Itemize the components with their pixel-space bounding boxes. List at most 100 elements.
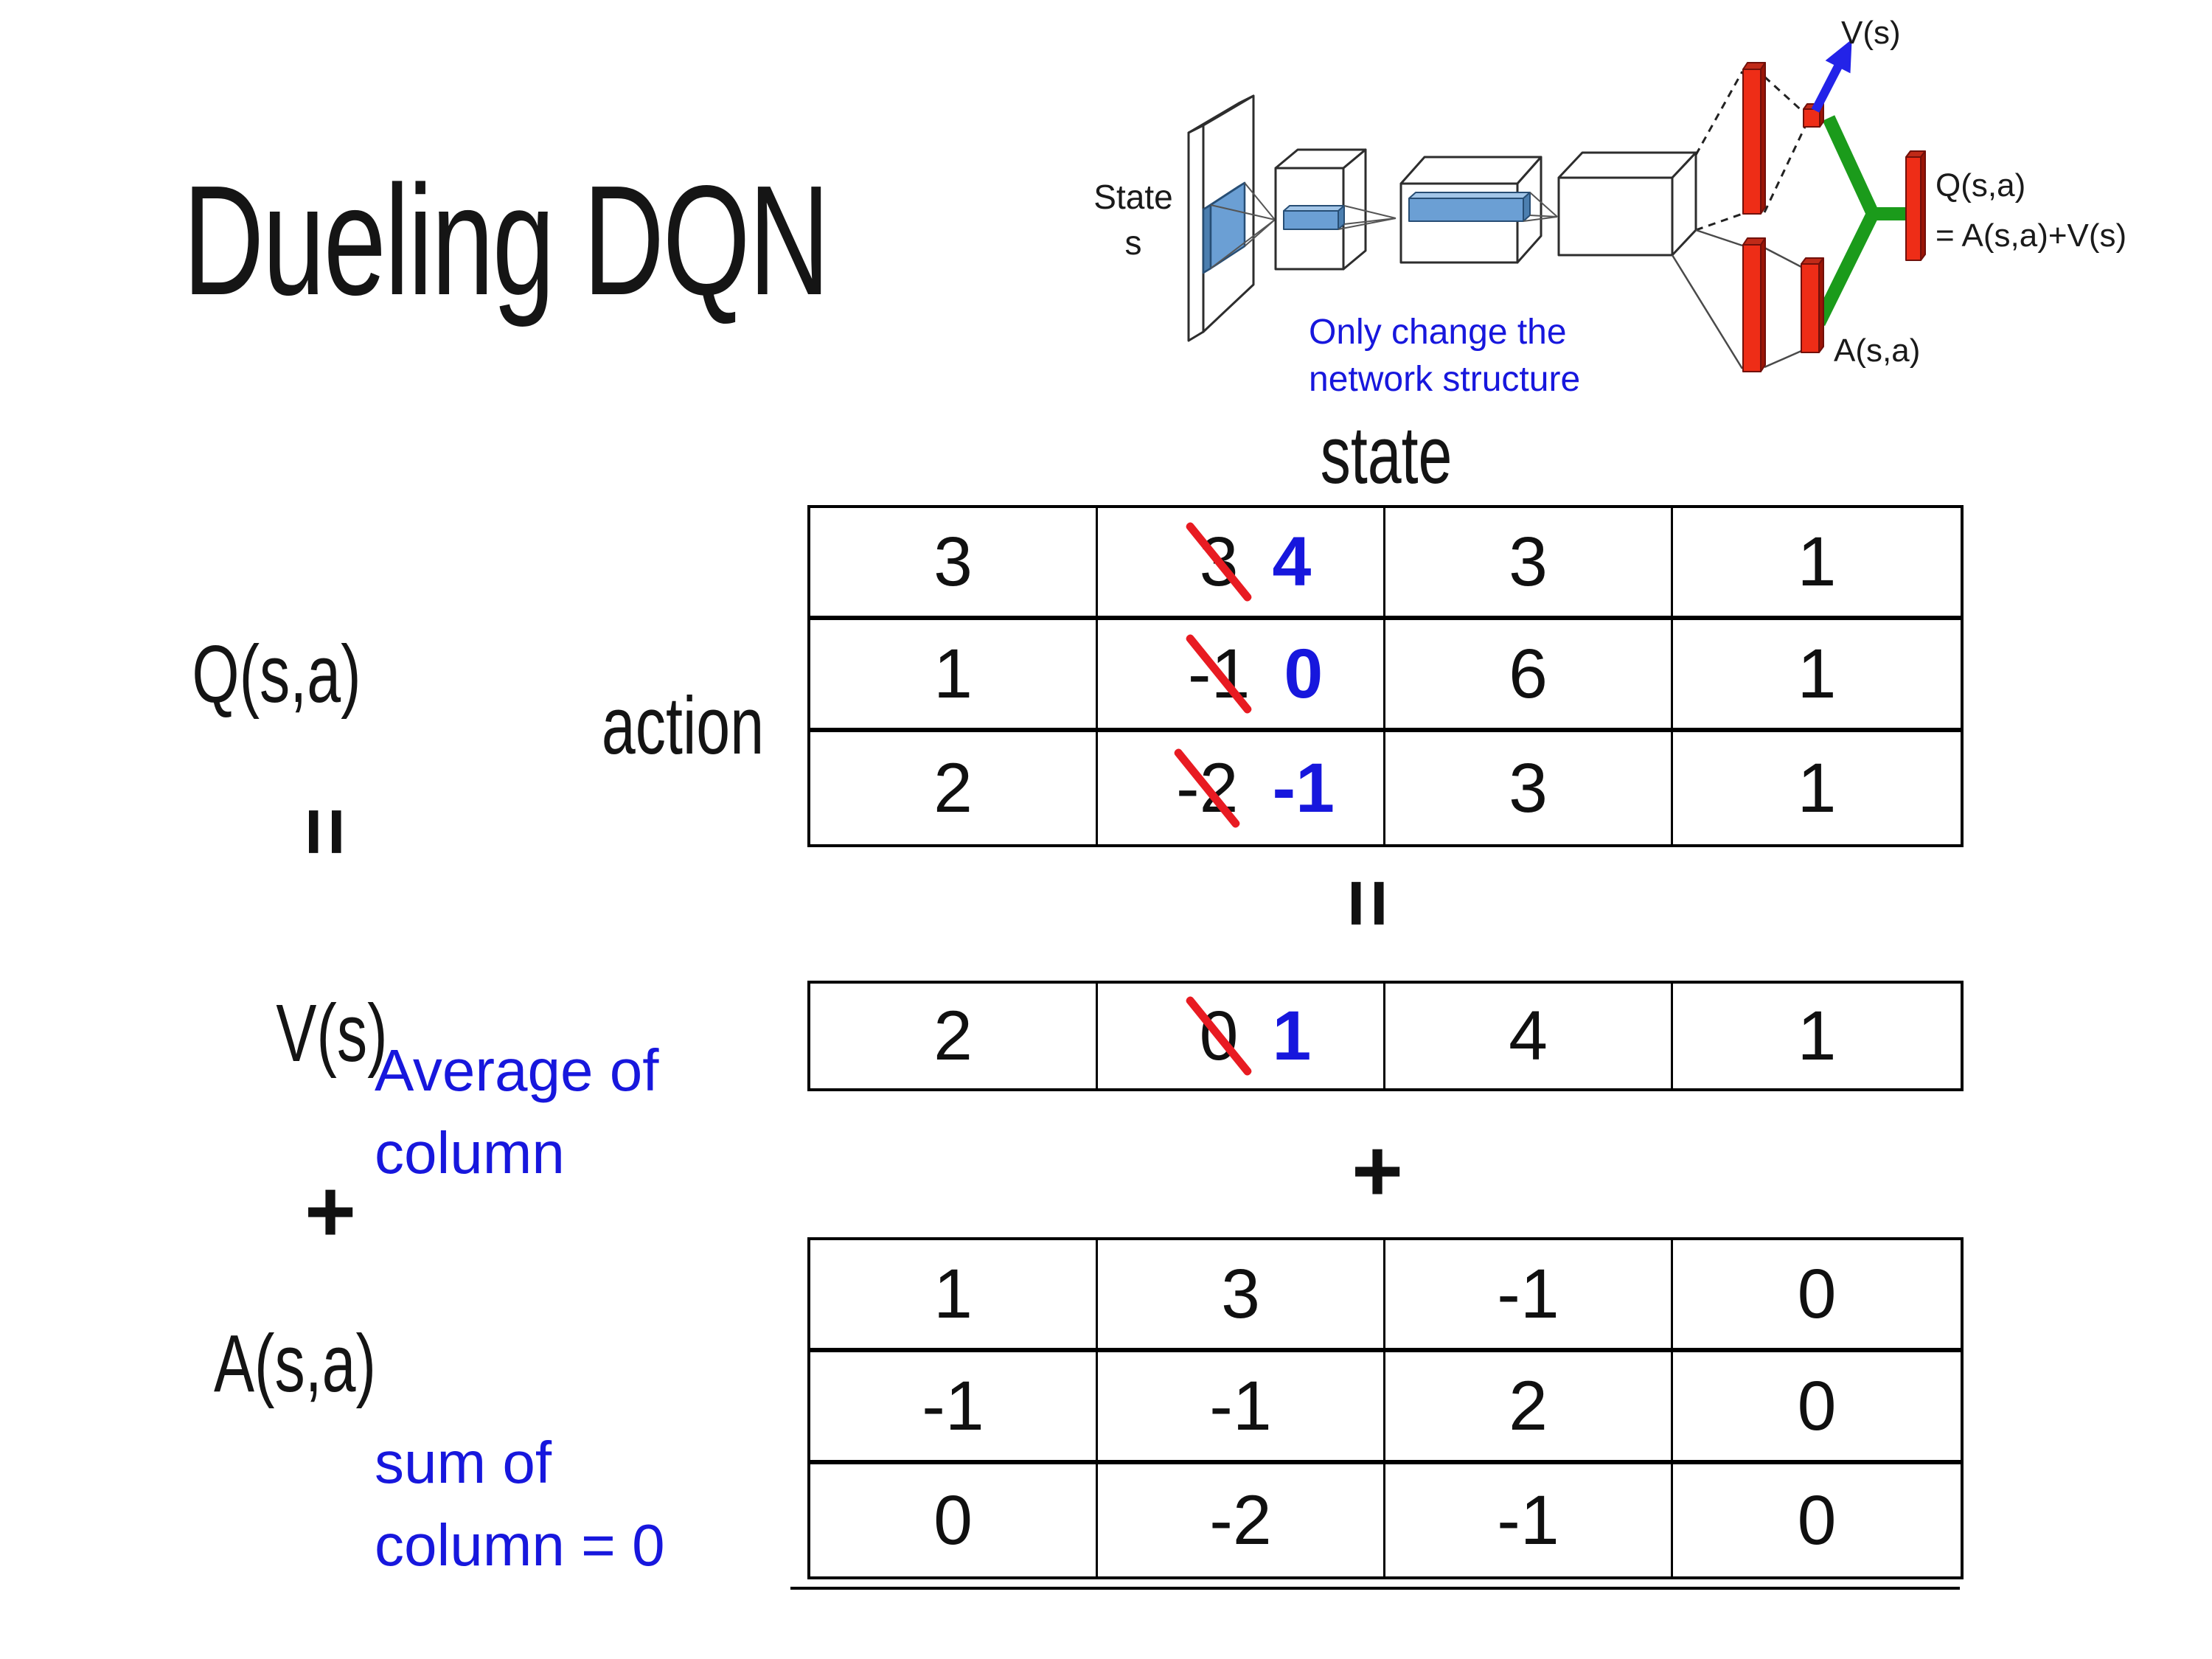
matrix-cell: 0	[1673, 1352, 1961, 1464]
cell-value: -1	[922, 1366, 984, 1445]
conv-cone-2	[1338, 205, 1397, 230]
average-note-line1: Average of	[375, 1037, 659, 1103]
average-note: Average of column	[375, 1029, 658, 1194]
sum-note-line1: sum of	[375, 1430, 552, 1495]
value-arrow	[1811, 39, 1852, 113]
cell-value: 1	[933, 634, 973, 713]
equation-v-label: V(s)	[276, 988, 388, 1079]
conv-window	[1202, 181, 1246, 274]
cell-value: 6	[1509, 634, 1548, 713]
state-axis-label: state	[1320, 410, 1453, 501]
cell-value: 3	[1221, 1254, 1260, 1333]
matrix-cell: 6	[1385, 620, 1673, 732]
network-diagram: State s Only change the network structur…	[1093, 15, 2126, 399]
slide-title: Dueling DQN	[183, 153, 830, 327]
diagram-vs-label: V(s)	[1841, 15, 1901, 51]
value-stream-links	[1694, 71, 1806, 232]
struck-old-value: 3	[1199, 522, 1239, 601]
equation-plus-mid: +	[1351, 1121, 1404, 1220]
cell-value: 2	[933, 996, 973, 1075]
matrix-cell: 2	[810, 984, 1098, 1088]
cell-value: -2	[1209, 1481, 1272, 1559]
cell-value: -1	[1497, 1481, 1559, 1559]
equation-q-label: Q(s,a)	[192, 629, 361, 720]
cell-value: 0	[1797, 1366, 1837, 1445]
diagram-state-s-label: s	[1125, 223, 1142, 262]
matrix-cell: 2	[1385, 1352, 1673, 1464]
advantage-bar	[1801, 257, 1824, 353]
action-axis-label: action	[601, 681, 765, 771]
matrix-cell: -1	[810, 1352, 1098, 1464]
cell-value: 2	[1509, 1366, 1548, 1445]
advantage-hidden-bar	[1742, 237, 1766, 372]
cell-value: 1	[1797, 748, 1837, 827]
feature-bar-1	[1283, 205, 1345, 230]
diagram-q-formula: = A(s,a)+V(s)	[1935, 218, 2126, 254]
matrix-cell: -1 0	[1098, 620, 1385, 732]
corrected-value: 4	[1272, 522, 1312, 601]
matrix-cell: 0	[1673, 1240, 1961, 1352]
diagram-note-line2: network structure	[1309, 360, 1580, 399]
equation-plus-left: +	[304, 1162, 357, 1261]
cell-value: 3	[933, 522, 973, 601]
corrected-value: 0	[1284, 634, 1324, 713]
cell-value: 0	[1797, 1254, 1837, 1333]
aggregation-link	[1812, 115, 1907, 326]
matrix-cell: -1	[1385, 1464, 1673, 1576]
diagram-note-line1: Only change the	[1309, 313, 1567, 352]
matrix-cell: 1	[810, 620, 1098, 732]
average-note-line2: column	[375, 1120, 565, 1186]
struck-old-value: 0	[1199, 996, 1239, 1075]
value-hidden-bar	[1742, 62, 1766, 215]
cell-value: -1	[1209, 1366, 1272, 1445]
matrix-cell: 4	[1385, 984, 1673, 1088]
diagram-advantage-label: A(s,a)	[1834, 333, 1920, 369]
matrix-cell: 2	[810, 732, 1098, 844]
matrix-cell: 0	[1673, 1464, 1961, 1576]
cell-value: 3	[1509, 522, 1548, 601]
cell-value: 0	[1797, 1481, 1837, 1559]
equation-equals-left: =	[278, 807, 373, 857]
equation-equals-mid: =	[1321, 878, 1416, 928]
corrected-value: -1	[1272, 748, 1335, 827]
diagram-q-label: Q(s,a)	[1935, 167, 2025, 204]
cell-value: 1	[1797, 522, 1837, 601]
matrix-cell: -1	[1385, 1240, 1673, 1352]
matrix-cell: 3	[1098, 1240, 1385, 1352]
advantage-table-underline	[790, 1587, 1960, 1590]
matrix-cell: 1	[1673, 508, 1961, 620]
matrix-cell: 1	[1673, 732, 1961, 844]
matrix-cell: 1	[1673, 984, 1961, 1088]
cell-value: 1	[1797, 634, 1837, 713]
equation-a-label: A(s,a)	[213, 1318, 377, 1409]
cell-value: 2	[933, 748, 973, 827]
matrix-cell: 3	[1385, 732, 1673, 844]
corrected-value: 1	[1272, 996, 1312, 1075]
matrix-cell: -2	[1098, 1464, 1385, 1576]
cell-value: -1	[1497, 1254, 1559, 1333]
matrix-cell: -2 -1	[1098, 732, 1385, 844]
struck-old-value: -2	[1176, 748, 1239, 827]
feature-bar-2	[1408, 192, 1531, 222]
cell-value: 3	[1509, 748, 1548, 827]
matrix-cell: 3	[1385, 508, 1673, 620]
cell-value: 1	[1797, 996, 1837, 1075]
conv-cone-3	[1523, 192, 1558, 222]
diagram-state-label: State	[1093, 178, 1172, 216]
cell-value: 0	[933, 1481, 973, 1559]
q-output-bar	[1905, 150, 1926, 261]
advantage-table: 1 3 -1 0 -1 -1 2 0 0 -2 -1 0	[807, 1237, 1964, 1579]
struck-old-value: -1	[1187, 634, 1251, 713]
matrix-cell: -1	[1098, 1352, 1385, 1464]
conv-cone-1	[1210, 182, 1276, 269]
fc-cube	[1557, 151, 1697, 257]
matrix-cell: 1	[1673, 620, 1961, 732]
matrix-cell: 1	[810, 1240, 1098, 1352]
sum-note-line2: column = 0	[375, 1512, 665, 1578]
sum-note: sum of column = 0	[375, 1422, 665, 1587]
cell-value: 4	[1509, 996, 1548, 1075]
matrix-cell: 3	[810, 508, 1098, 620]
